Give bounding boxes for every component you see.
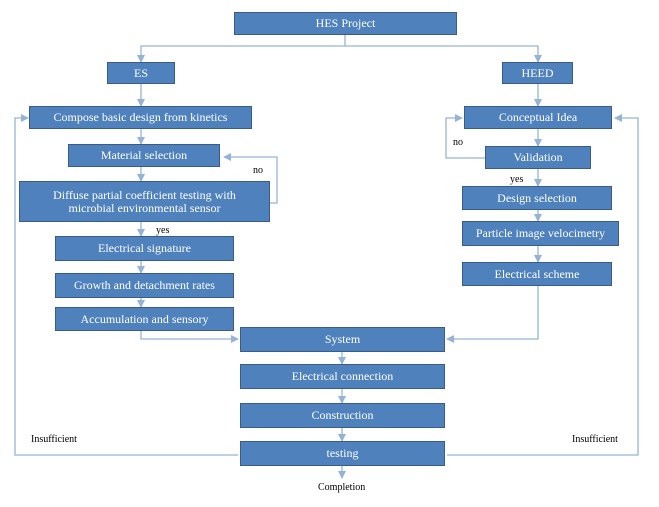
- node-compose-basic-design: Compose basic design from kinetics: [29, 106, 252, 129]
- connector-hes-to-heed: [345, 45, 542, 63]
- connector-no-loop-left: [223, 153, 278, 204]
- connector-insufficient-left: [14, 114, 238, 456]
- connector-no-loop-right: [445, 114, 485, 159]
- node-conceptual-idea: Conceptual Idea: [464, 106, 612, 129]
- connector-scheme-to-system: [446, 286, 539, 343]
- node-heed: HEED: [502, 62, 573, 84]
- label-completion: Completion: [318, 482, 366, 493]
- node-accumulation-sensory: Accumulation and sensory: [55, 307, 234, 331]
- node-electrical-scheme: Electrical scheme: [462, 262, 612, 286]
- node-design-selection: Design selection: [462, 186, 612, 210]
- connector-accumulation-to-system: [140, 331, 239, 343]
- label-yes-right: yes: [510, 174, 524, 185]
- label-insufficient-left: Insufficient: [31, 434, 77, 445]
- node-validation: Validation: [485, 146, 591, 169]
- node-material-selection: Material selection: [68, 144, 220, 167]
- connector-hes-to-es: [137, 35, 346, 63]
- label-no-left: no: [253, 165, 263, 176]
- node-es: ES: [107, 62, 175, 84]
- label-insufficient-right: Insufficient: [572, 434, 618, 445]
- node-electrical-connection: Electrical connection: [240, 364, 445, 389]
- node-diffuse-partial-coefficient: Diffuse partial coefficient testing with…: [19, 181, 270, 222]
- label-no-right: no: [453, 137, 463, 148]
- node-construction: Construction: [240, 403, 445, 428]
- node-testing: testing: [240, 441, 445, 466]
- label-yes-left: yes: [156, 225, 170, 236]
- node-system: System: [240, 327, 445, 352]
- node-growth-detachment-rates: Growth and detachment rates: [55, 273, 234, 298]
- connector-insufficient-right: [447, 114, 639, 456]
- node-particle-image-velocimetry: Particle image velocimetry: [462, 221, 619, 246]
- node-electrical-signature: Electrical signature: [55, 236, 234, 261]
- node-hes-project: HES Project: [234, 12, 457, 35]
